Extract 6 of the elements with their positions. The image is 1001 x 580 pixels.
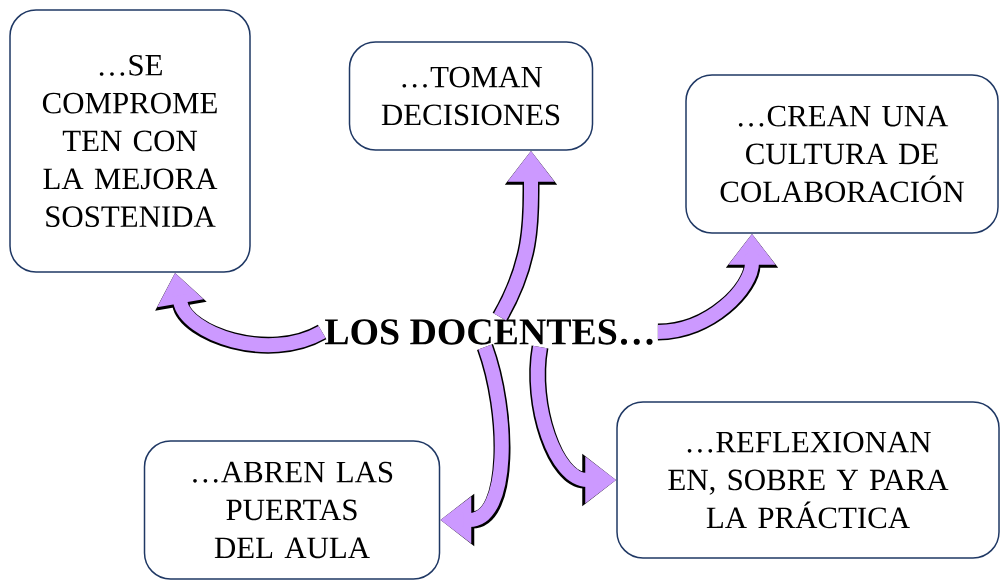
text-box: …TOMAN DECISIONES [348,41,594,151]
text-box: …ABREN LAS PUERTAS DEL AULA [143,440,441,580]
central-title: LOS DOCENTES… [324,319,653,345]
text-box: …REFLEXIONAN EN, SOBRE Y PARA LA PRÁCTICA [616,401,1000,559]
text-box: …SE COMPROME TEN CON LA MEJORA SOSTENIDA [9,9,251,273]
text-box: …CREAN UNA CULTURA DE COLABORACIÓN [685,74,999,234]
